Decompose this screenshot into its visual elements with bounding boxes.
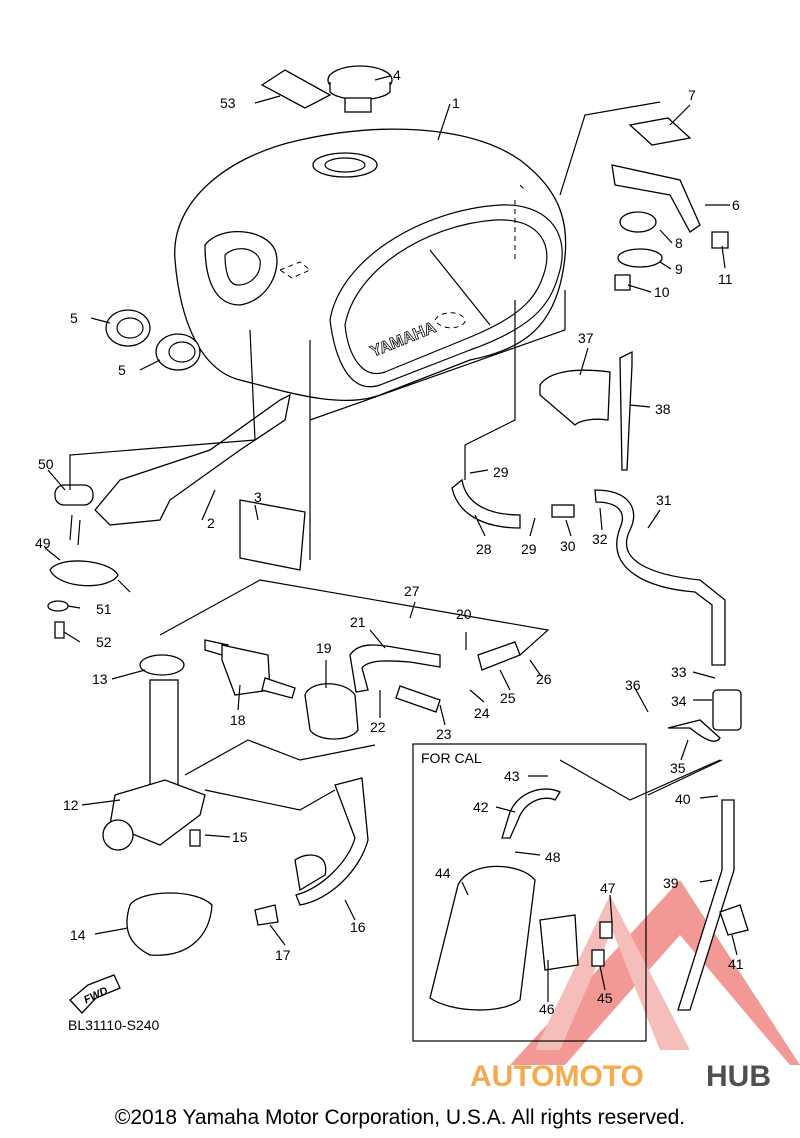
callout-51: 51 [96,601,112,617]
callout-31: 31 [656,492,672,508]
fuel-filter [204,639,296,699]
callout-32: 32 [592,531,608,547]
callout-34: 34 [671,693,687,709]
callout-3: 3 [254,489,262,505]
watermark-hub: HUB [706,1060,771,1093]
fuel-cap [327,65,393,113]
callout-14: 14 [70,927,86,943]
callout-27: 27 [404,583,420,599]
callout-13: 13 [92,671,108,687]
callout-25: 25 [500,690,516,706]
callout-20: 20 [456,606,472,622]
callout-41: 41 [728,956,744,972]
vent-hose-39 [677,799,735,1011]
callout-17: 17 [275,947,291,963]
leader-lines [44,75,738,1002]
inline-filter-34 [667,689,742,742]
rubber-caps [105,309,201,371]
callout-21: 21 [350,614,366,630]
watermark-logo [510,880,800,1065]
callout-44: 44 [435,865,451,881]
callout-38: 38 [655,401,671,417]
callout-47: 47 [600,880,616,896]
watermark-auto: AUTOMOTO [470,1060,644,1093]
callout-46: 46 [539,1001,555,1017]
callout-23: 23 [436,726,452,742]
cal-box-label: FOR CAL [421,750,482,766]
callout-40: 40 [675,791,691,807]
callout-1: 1 [452,95,460,111]
callout-labels: 1 2 3 4 5 5 6 7 8 9 10 11 12 13 14 15 16… [35,67,744,1017]
hoses [349,478,726,713]
fuel-cock [102,654,213,956]
figure-code: BL31110-S240 [68,1017,160,1033]
callout-6: 6 [732,197,740,213]
fuel-pump [304,683,359,740]
callout-50: 50 [38,456,54,472]
cal-box [412,743,647,1042]
callout-9: 9 [675,261,683,277]
hose-16 [254,777,369,926]
callout-45: 45 [597,990,613,1006]
clamp-41 [719,904,749,936]
side-cover [94,393,306,571]
callout-12: 12 [63,797,79,813]
copyright: ©2018 Yamaha Motor Corporation, U.S.A. A… [115,1106,685,1129]
fuel-tank [174,128,567,401]
callout-24: 24 [474,705,490,721]
callout-10: 10 [654,284,670,300]
protector-37 [539,369,611,426]
callout-43: 43 [504,768,520,784]
rear-bracket [611,117,729,291]
callout-5b: 5 [118,362,126,378]
callout-8: 8 [675,235,683,251]
callout-30: 30 [560,538,576,554]
callout-15: 15 [232,829,248,845]
callout-16: 16 [350,919,366,935]
cable-tie-38 [619,350,633,471]
callout-37: 37 [578,330,594,346]
callout-18: 18 [230,712,246,728]
callout-42: 42 [473,799,489,815]
callout-35: 35 [670,760,686,776]
callout-49: 49 [35,535,51,551]
callout-2: 2 [207,515,215,531]
callout-19: 19 [316,640,332,656]
callout-36: 36 [625,677,641,693]
fwd-arrow: FWD [69,974,121,1014]
callout-7: 7 [688,87,696,103]
callout-29b: 29 [521,541,537,557]
guide-lines [69,101,723,811]
callout-53: 53 [220,95,236,111]
callout-52: 52 [96,634,112,650]
callout-28: 28 [476,541,492,557]
callout-48: 48 [545,849,561,865]
callout-4: 4 [393,67,401,83]
callout-5a: 5 [70,310,78,326]
tape-53 [260,69,332,109]
callout-29a: 29 [493,464,509,480]
callout-26: 26 [536,671,552,687]
canister-44 [429,788,613,1011]
callout-33: 33 [671,664,687,680]
callout-39: 39 [663,875,679,891]
callout-11: 11 [718,271,733,287]
callout-22: 22 [370,719,386,735]
